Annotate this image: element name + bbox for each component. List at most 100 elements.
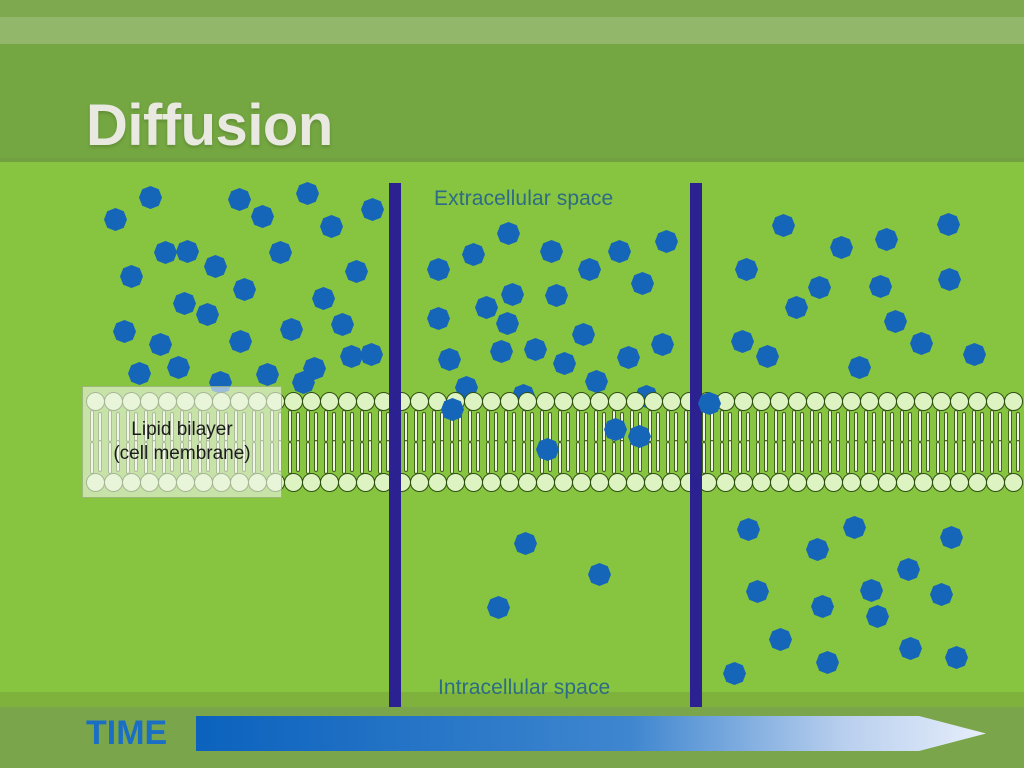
molecule bbox=[963, 343, 986, 366]
lipid-head bbox=[824, 392, 843, 411]
phospholipid bbox=[284, 388, 306, 498]
lipid-tail bbox=[990, 442, 994, 474]
molecule bbox=[940, 526, 963, 549]
lipid-tail bbox=[828, 442, 832, 474]
lipid-tail bbox=[486, 442, 490, 474]
phospholipid bbox=[734, 388, 756, 498]
lipid-tail bbox=[494, 440, 498, 472]
lipid-head bbox=[950, 473, 969, 492]
molecule bbox=[331, 313, 354, 336]
lipid-tail bbox=[1008, 410, 1012, 442]
molecule bbox=[585, 370, 608, 393]
lipid-head bbox=[950, 392, 969, 411]
lipid-tail bbox=[584, 440, 588, 472]
lipid-head bbox=[320, 473, 339, 492]
lipid-tail bbox=[746, 440, 750, 472]
lipid-tail bbox=[710, 440, 714, 472]
lipid-tail bbox=[918, 410, 922, 442]
phospholipid bbox=[968, 388, 990, 498]
lipid-tail bbox=[926, 440, 930, 472]
phospholipid bbox=[1004, 388, 1024, 498]
phospholipid bbox=[770, 388, 792, 498]
lipid-tail bbox=[782, 440, 786, 472]
phospholipid bbox=[806, 388, 828, 498]
phospholipid bbox=[338, 388, 360, 498]
molecule bbox=[785, 296, 808, 319]
molecule bbox=[806, 538, 829, 561]
molecule bbox=[360, 343, 383, 366]
molecule bbox=[462, 243, 485, 266]
lipid-head bbox=[410, 473, 429, 492]
molecule bbox=[830, 236, 853, 259]
molecule bbox=[104, 208, 127, 231]
phospholipid bbox=[914, 388, 936, 498]
molecule bbox=[617, 346, 640, 369]
lipid-head bbox=[302, 473, 321, 492]
molecule bbox=[843, 516, 866, 539]
lipid-tail bbox=[512, 440, 516, 472]
lipid-tail bbox=[666, 442, 670, 474]
lipid-tail bbox=[342, 410, 346, 442]
lipid-tail bbox=[792, 442, 796, 474]
lipid-head bbox=[896, 392, 915, 411]
molecule bbox=[196, 303, 219, 326]
molecule bbox=[588, 563, 611, 586]
lipid-tail bbox=[306, 442, 310, 474]
molecule bbox=[128, 362, 151, 385]
lipid-tail bbox=[990, 410, 994, 442]
lipid-head bbox=[1004, 392, 1023, 411]
time-arrow-icon bbox=[196, 716, 986, 751]
lipid-tail bbox=[666, 410, 670, 442]
molecule bbox=[608, 240, 631, 263]
lipid-head bbox=[410, 392, 429, 411]
phospholipid bbox=[500, 388, 522, 498]
lipid-tail bbox=[450, 442, 454, 474]
lipid-tail bbox=[764, 440, 768, 472]
lipid-tail bbox=[332, 440, 336, 472]
lipid-head bbox=[878, 473, 897, 492]
lipid-tail bbox=[458, 440, 462, 472]
molecule bbox=[312, 287, 335, 310]
lipid-head bbox=[464, 473, 483, 492]
lipid-tail bbox=[674, 440, 678, 472]
phospholipid bbox=[320, 388, 342, 498]
molecule bbox=[737, 518, 760, 541]
lipid-head bbox=[752, 473, 771, 492]
molecule bbox=[113, 320, 136, 343]
lipid-tail bbox=[558, 410, 562, 442]
field-bottom-shade bbox=[0, 692, 1024, 707]
molecule bbox=[938, 268, 961, 291]
lipid-tail bbox=[378, 410, 382, 442]
molecule bbox=[772, 214, 795, 237]
lipid-tail bbox=[468, 442, 472, 474]
lipid-tail bbox=[962, 440, 966, 472]
lipid-tail bbox=[414, 410, 418, 442]
lipid-tail bbox=[800, 440, 804, 472]
lipid-tail bbox=[864, 410, 868, 442]
lipid-head bbox=[806, 392, 825, 411]
lipid-head bbox=[896, 473, 915, 492]
lipid-tail bbox=[882, 410, 886, 442]
lipid-head bbox=[1004, 473, 1023, 492]
lipid-tail bbox=[810, 442, 814, 474]
molecule bbox=[501, 283, 524, 306]
lipid-tail bbox=[324, 442, 328, 474]
molecule bbox=[930, 583, 953, 606]
phospholipid bbox=[788, 388, 810, 498]
phospholipid bbox=[878, 388, 900, 498]
lipid-tail bbox=[972, 442, 976, 474]
lipid-tail bbox=[756, 410, 760, 442]
lipid-tail bbox=[954, 442, 958, 474]
molecule bbox=[524, 338, 547, 361]
lipid-tail bbox=[504, 410, 508, 442]
lipid-tail bbox=[818, 440, 822, 472]
molecule bbox=[884, 310, 907, 333]
molecule bbox=[229, 330, 252, 353]
molecule bbox=[735, 258, 758, 281]
lipid-tail bbox=[630, 442, 634, 474]
molecule bbox=[655, 230, 678, 253]
lipid-head bbox=[914, 392, 933, 411]
page-title: Diffusion bbox=[86, 93, 333, 158]
header-band bbox=[0, 44, 1024, 162]
